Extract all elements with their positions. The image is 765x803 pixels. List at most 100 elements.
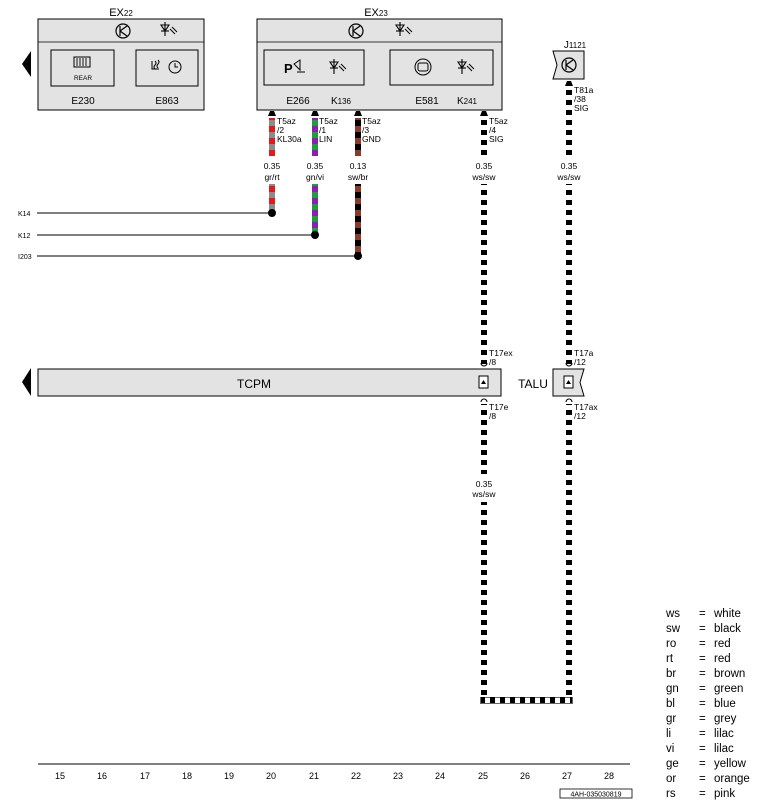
connector-pin: /2 — [277, 125, 284, 135]
legend-code: gn — [666, 683, 679, 695]
legend-name: red — [714, 653, 731, 665]
connector-pin: /8 — [489, 357, 496, 367]
legend-equals: = — [699, 713, 706, 725]
legend-equals: = — [699, 638, 706, 650]
ref-label-i203: I203 — [18, 254, 32, 261]
module-ex23: EX23 P — [256, 7, 503, 111]
wire-gauge: 0.35 — [476, 161, 493, 171]
legend-equals: = — [699, 773, 706, 785]
wire-gnd — [355, 118, 361, 156]
legend-equals: = — [699, 668, 706, 680]
doc-id-box — [559, 788, 633, 799]
wire-color: sw/br — [348, 172, 368, 182]
j1121-title: J1121 — [564, 40, 587, 51]
legend-code: ws — [666, 608, 681, 620]
wire-sig-lower — [481, 502, 487, 700]
legend-name: pink — [714, 788, 736, 800]
legend-code: vi — [666, 743, 675, 755]
module-ex22: EX22 REAR E230 E863 — [37, 7, 205, 111]
legend-code: br — [666, 668, 677, 680]
legend-row: li=lilac — [666, 727, 764, 742]
wire-gauge: 0.35 — [561, 161, 578, 171]
connector-name: T17a — [574, 348, 594, 358]
svg-text:P: P — [284, 61, 293, 76]
legend-row: rs = pink — [666, 787, 764, 802]
legend-name: lilac — [714, 728, 734, 740]
svg-text:17: 17 — [140, 771, 150, 781]
clock-icon — [168, 60, 182, 74]
wire-color: ws/sw — [471, 172, 496, 182]
legend-row: ro = red — [666, 637, 764, 652]
legend-code: rs — [666, 788, 676, 800]
led-icon — [456, 59, 475, 74]
connector-signal: GND — [362, 134, 381, 144]
connector-pin: /1 — [319, 125, 326, 135]
junction-dot — [354, 252, 362, 260]
legend-name: green — [714, 683, 744, 695]
svg-text:25: 25 — [478, 771, 488, 781]
wire-sig-ex23 — [481, 184, 487, 364]
page-reference-arrow[interactable] — [22, 51, 31, 77]
legend-equals: = — [699, 608, 706, 620]
legend-equals: = — [699, 728, 706, 740]
legend-equals: = — [699, 758, 706, 770]
svg-text:27: 27 — [562, 771, 572, 781]
legend-name: blue — [714, 698, 736, 710]
junction-dot — [268, 209, 276, 217]
connector-signal: KL30a — [277, 134, 302, 144]
legend-name: grey — [714, 713, 737, 725]
legend-name: white — [714, 608, 741, 620]
svg-text:22: 22 — [351, 771, 361, 781]
svg-text:24: 24 — [435, 771, 445, 781]
connector-pin: /3 — [362, 125, 369, 135]
connector-pin: /38 — [574, 94, 586, 104]
svg-text:20: 20 — [266, 771, 276, 781]
wire-gauge: 0.13 — [350, 161, 367, 171]
legend-row: rt=red — [666, 652, 764, 667]
wire-sig-ex23 — [481, 118, 487, 156]
legend-equals: = — [699, 788, 706, 800]
svg-text:16: 16 — [97, 771, 107, 781]
page-reference-arrow[interactable] — [22, 368, 31, 396]
component-k136: K136 — [331, 96, 352, 107]
legend-equals: = — [699, 683, 706, 695]
wire-sig-lower — [481, 404, 487, 474]
led-icon — [159, 22, 178, 36]
connector-name: T17ex — [489, 348, 513, 358]
talu-label: TALU — [518, 377, 548, 391]
connector-name: T5az — [277, 116, 296, 126]
legend-equals: = — [699, 698, 706, 710]
legend-name: black — [714, 623, 741, 635]
svg-text:18: 18 — [182, 771, 192, 781]
wire-sig-lower — [566, 404, 572, 700]
wire-gauge: 0.35 — [264, 161, 281, 171]
connector-pin: /4 — [489, 125, 496, 135]
wire-kl30a — [269, 184, 275, 213]
transistor-icon — [561, 57, 577, 73]
ex22-title: EX22 — [109, 7, 133, 19]
tcpm-label: TCPM — [237, 377, 271, 391]
component-k241: K241 — [457, 96, 478, 107]
connector-name: T81a — [574, 85, 594, 95]
legend-row: sw=black — [666, 622, 764, 637]
component-e863: E863 — [155, 96, 179, 107]
legend-name: red — [714, 638, 731, 650]
talu-block: TALU — [518, 368, 585, 397]
svg-text:15: 15 — [55, 771, 65, 781]
legend-code: ro — [666, 638, 677, 650]
doc-id: 4AH-035030819 — [571, 792, 622, 799]
wire-color: gr/rt — [264, 172, 280, 182]
scale-numbers: 15 16 17 18 19 20 21 22 23 24 25 26 27 2… — [55, 771, 614, 781]
transistor-icon — [115, 23, 131, 39]
legend-equals: = — [699, 653, 706, 665]
legend-row: bl=blue — [666, 697, 764, 712]
legend-name: orange — [714, 773, 750, 785]
connector-signal: SIG — [574, 103, 589, 113]
parking-light-icon: P — [284, 59, 305, 76]
wire-color: ws/sw — [556, 172, 581, 182]
legend-code: sw — [666, 623, 681, 635]
hazard-icon — [414, 58, 432, 76]
svg-text:23: 23 — [393, 771, 403, 781]
ref-label-k12: K12 — [18, 233, 31, 240]
